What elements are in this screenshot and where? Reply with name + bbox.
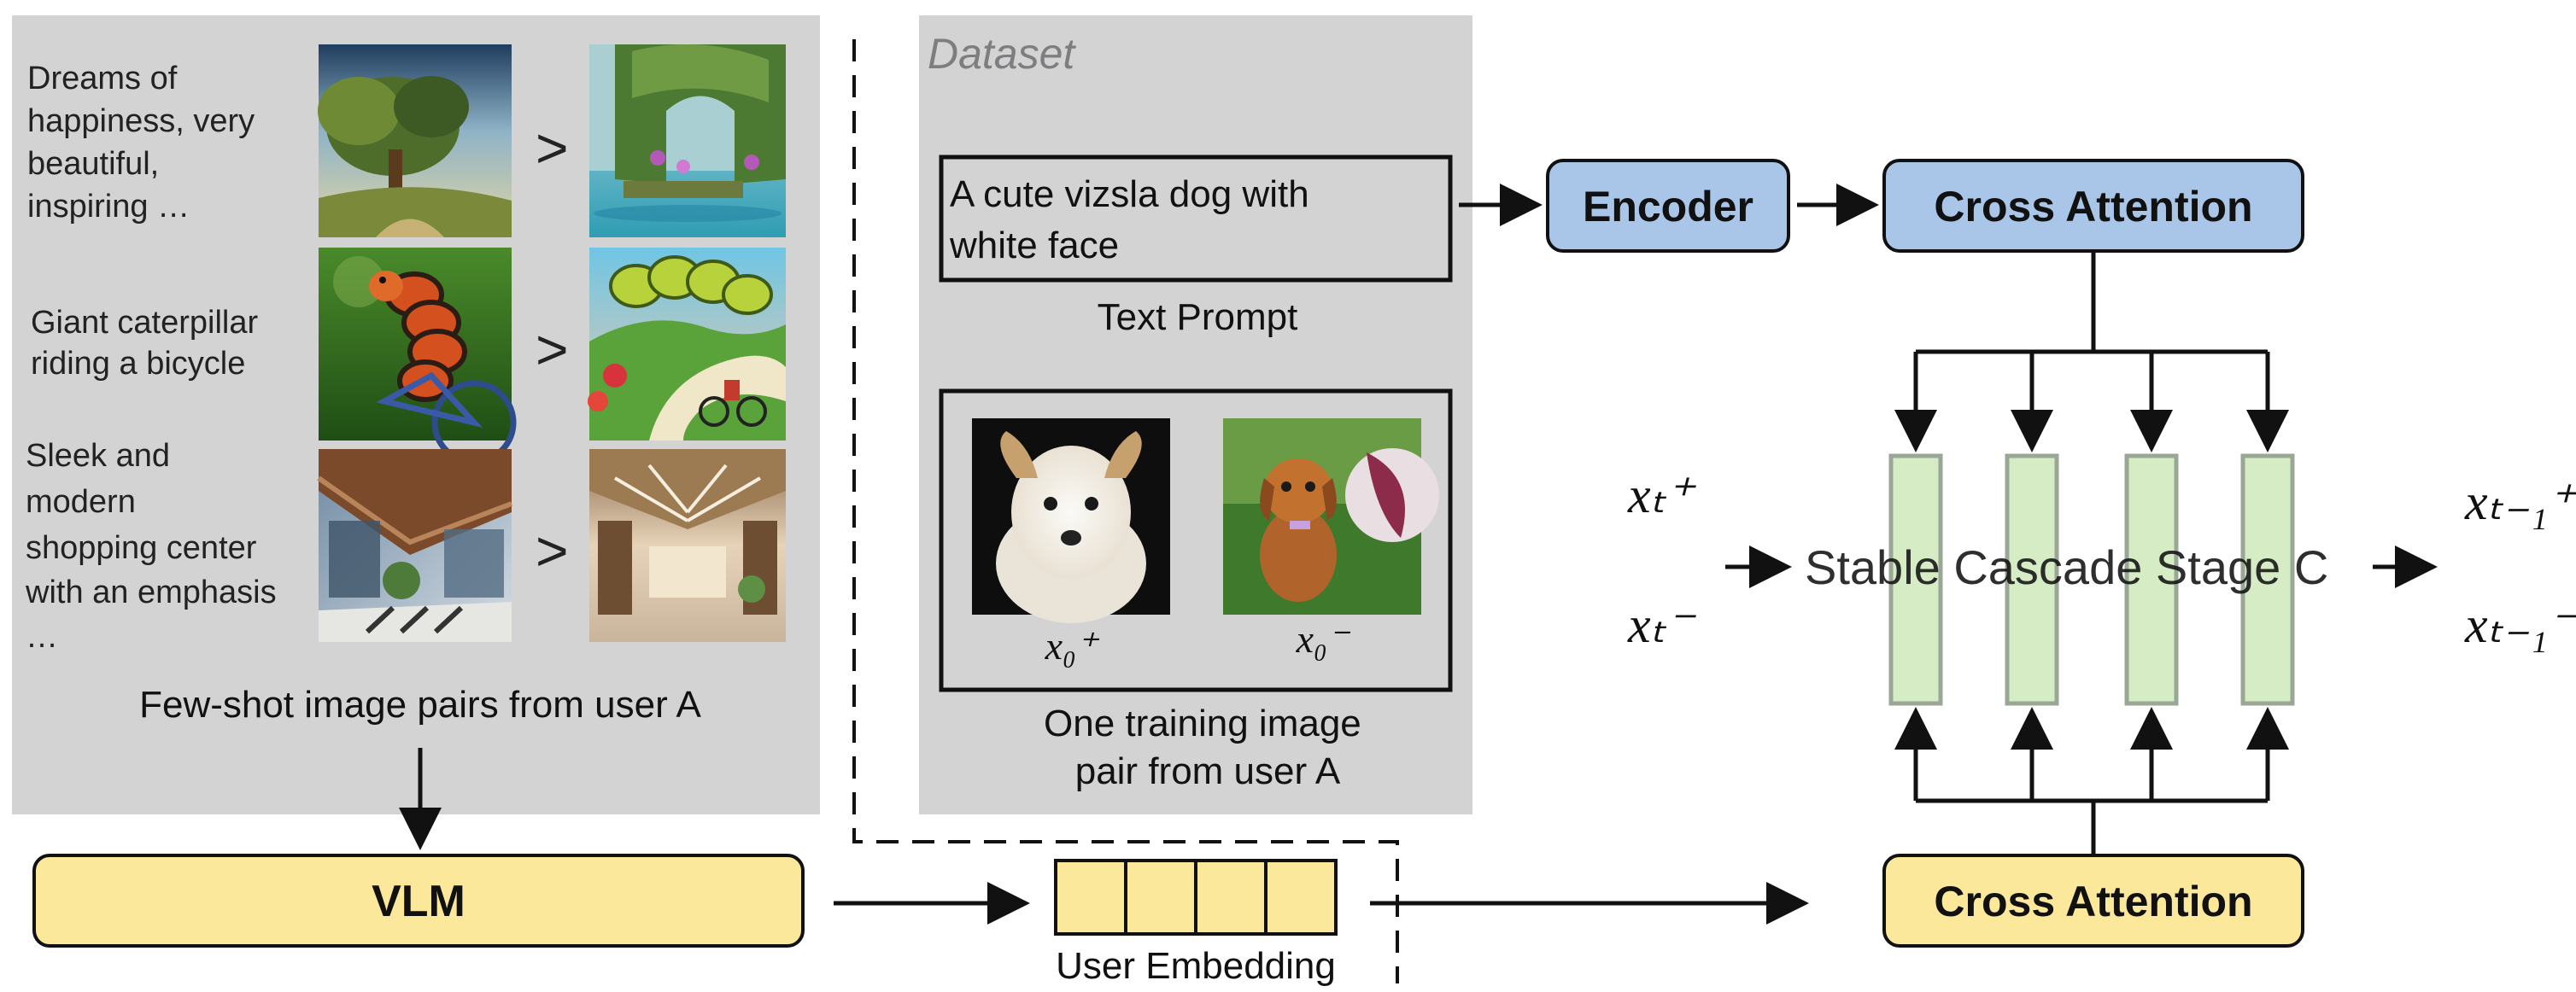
comparator-3: >	[536, 519, 569, 582]
mall-image	[317, 449, 513, 642]
dashed-separator	[852, 39, 1399, 983]
stage-bar-2	[2005, 453, 2059, 706]
dog-image	[972, 418, 1170, 623]
stage-bar-3	[2124, 453, 2179, 706]
sea-arch-image	[589, 44, 786, 237]
comparator-1: >	[536, 116, 569, 179]
pair-label-negative: x₀⁻	[1296, 617, 1351, 661]
pair-label-positive: x₀⁺	[1045, 624, 1100, 668]
vlm-label: VLM	[372, 877, 465, 926]
connectors	[399, 184, 2438, 925]
fewshot-prompt-1: Dreams of happiness, very beautiful, ins…	[27, 61, 264, 225]
comparator-2: >	[536, 318, 569, 381]
fewshot-prompt-3: Sleek and modern shopping center with an…	[25, 438, 285, 655]
caterpillar-image	[319, 248, 517, 465]
input-negative: xₜ⁻	[1627, 597, 1696, 653]
dataset-prompt-text: A cute vizsla dog with white face	[949, 173, 1320, 266]
input-positive: xₜ⁺	[1627, 467, 1696, 523]
fewshot-caption: Few-shot image pairs from user A	[139, 684, 701, 726]
dataset-pair-box	[939, 388, 1453, 692]
vlm-block	[32, 854, 805, 948]
output-positive: xₜ₋₁⁺	[2464, 474, 2576, 530]
dataset-prompt-box	[939, 155, 1453, 283]
encoder-block	[1546, 159, 1790, 253]
caterpillar-road-image	[588, 248, 786, 441]
cross-attention-bottom-label: Cross Attention	[1934, 878, 2252, 925]
fewshot-prompt-2: Giant caterpillar riding a bicycle	[31, 305, 267, 382]
stage-c-bars	[1888, 453, 2295, 706]
puppy-image	[1223, 418, 1439, 615]
user-embedding-label: User Embedding	[1056, 945, 1336, 987]
cross-attention-top-label: Cross Attention	[1934, 183, 2252, 230]
landscape-image	[318, 44, 512, 237]
output-negative: xₜ₋₁⁻	[2464, 597, 2576, 653]
dataset-pair-caption: One training image pair from user A	[1044, 703, 1372, 792]
mall-interior-image	[589, 449, 786, 642]
text-prompt-label: Text Prompt	[1098, 296, 1298, 338]
user-embedding-vector	[1054, 859, 1338, 936]
dataset-title: Dataset	[928, 30, 1076, 78]
dataset-panel	[919, 15, 1472, 814]
stage-label: Stable Cascade Stage C	[1805, 540, 2328, 594]
encoder-label: Encoder	[1583, 183, 1753, 230]
stage-bar-4	[2240, 453, 2295, 706]
stage-bar-1	[1888, 453, 1943, 706]
